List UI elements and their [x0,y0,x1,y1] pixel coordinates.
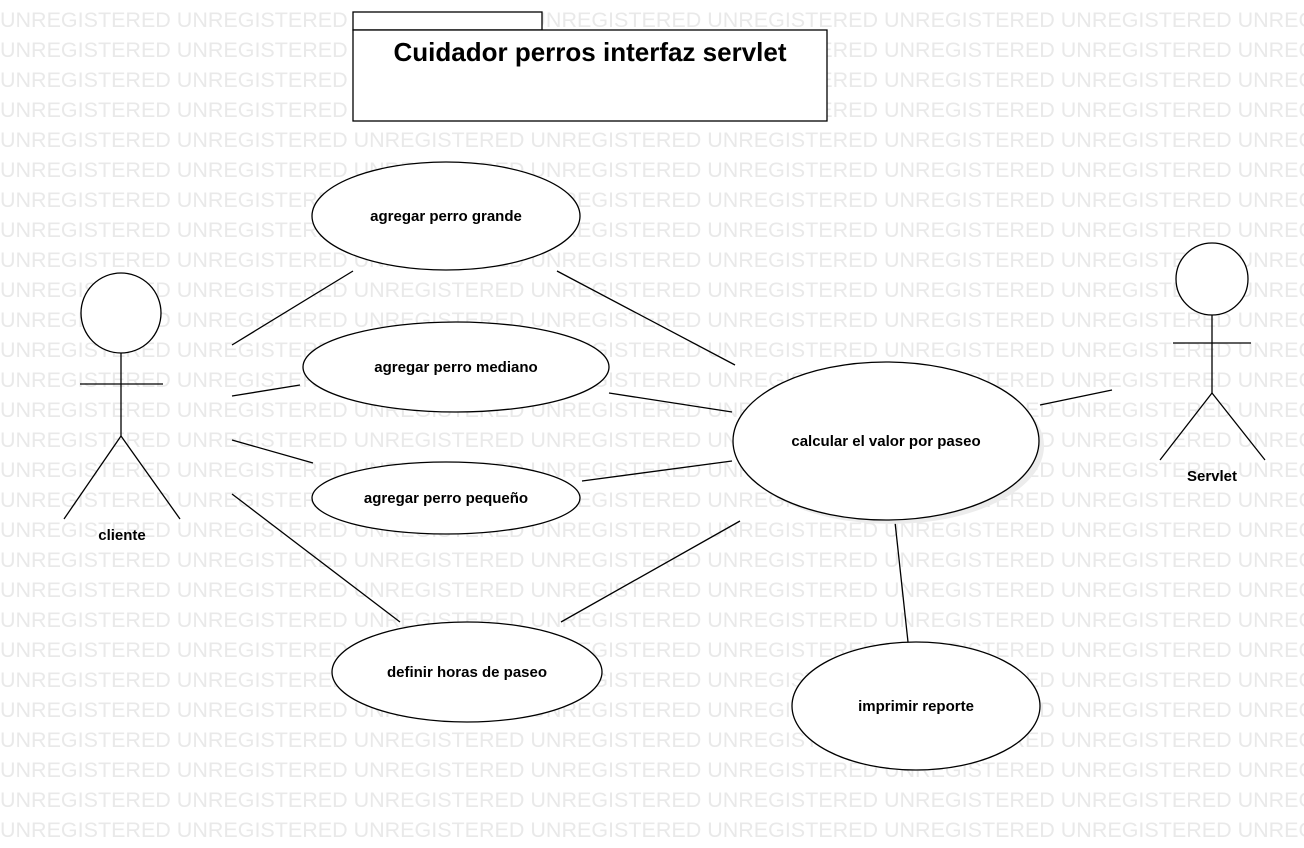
use-case-label: definir horas de paseo [387,664,547,681]
association-cliente-agregar-perro-grande[interactable] [231,270,354,346]
use-case-label: imprimir reporte [858,698,974,715]
use-case-label: agregar perro grande [370,208,522,225]
stick-figure-icon [63,272,181,520]
use-case-ellipse [302,321,610,413]
use-case-agregar-perro-mediano[interactable]: agregar perro mediano [302,321,610,413]
use-case-ellipse [311,161,581,271]
package-body [352,29,828,122]
stick-figure-icon [1159,242,1266,461]
use-case-agregar-perro-grande[interactable]: agregar perro grande [311,161,581,271]
association-cliente-agregar-perro-mediano[interactable] [231,384,301,397]
actor-label: Servlet [1187,468,1237,485]
association-agregar-perro-pequeno-calcular[interactable] [581,460,733,482]
use-case-label: agregar perro pequeño [364,490,528,507]
actor-cliente[interactable]: cliente [63,272,181,544]
use-case-ellipse [331,621,603,723]
actor-servlet[interactable]: Servlet [1159,242,1266,485]
use-case-agregar-perro-pequeno[interactable]: agregar perro pequeño [311,461,581,535]
use-case-ellipse [732,361,1040,521]
package[interactable]: Cuidador perros interfaz servlet [352,11,828,122]
association-calcular-imprimir-reporte[interactable] [894,521,909,643]
association-cliente-definir-horas-de-paseo[interactable] [231,493,401,623]
use-case-label: calcular el valor por paseo [791,433,980,450]
use-case-definir-horas-de-paseo[interactable]: definir horas de paseo [331,621,603,723]
association-calcular-servlet[interactable] [1039,389,1113,406]
association-cliente-agregar-perro-pequeno[interactable] [231,439,314,464]
association-agregar-perro-mediano-calcular[interactable] [608,392,733,413]
use-case-calcular-el-valor-por-paseo[interactable]: calcular el valor por paseo [732,361,1044,524]
package-tab [352,11,543,31]
associations [231,270,1113,643]
association-definir-horas-calcular[interactable] [560,520,741,623]
use-case-label: agregar perro mediano [374,359,537,376]
use-case-ellipse [311,461,581,535]
use-case-ellipse [791,641,1041,771]
use-case-imprimir-reporte[interactable]: imprimir reporte [791,641,1041,771]
actor-label: cliente [98,527,146,544]
package-title: Cuidador perros interfaz servlet [394,37,787,67]
association-agregar-perro-grande-calcular[interactable] [556,270,736,366]
